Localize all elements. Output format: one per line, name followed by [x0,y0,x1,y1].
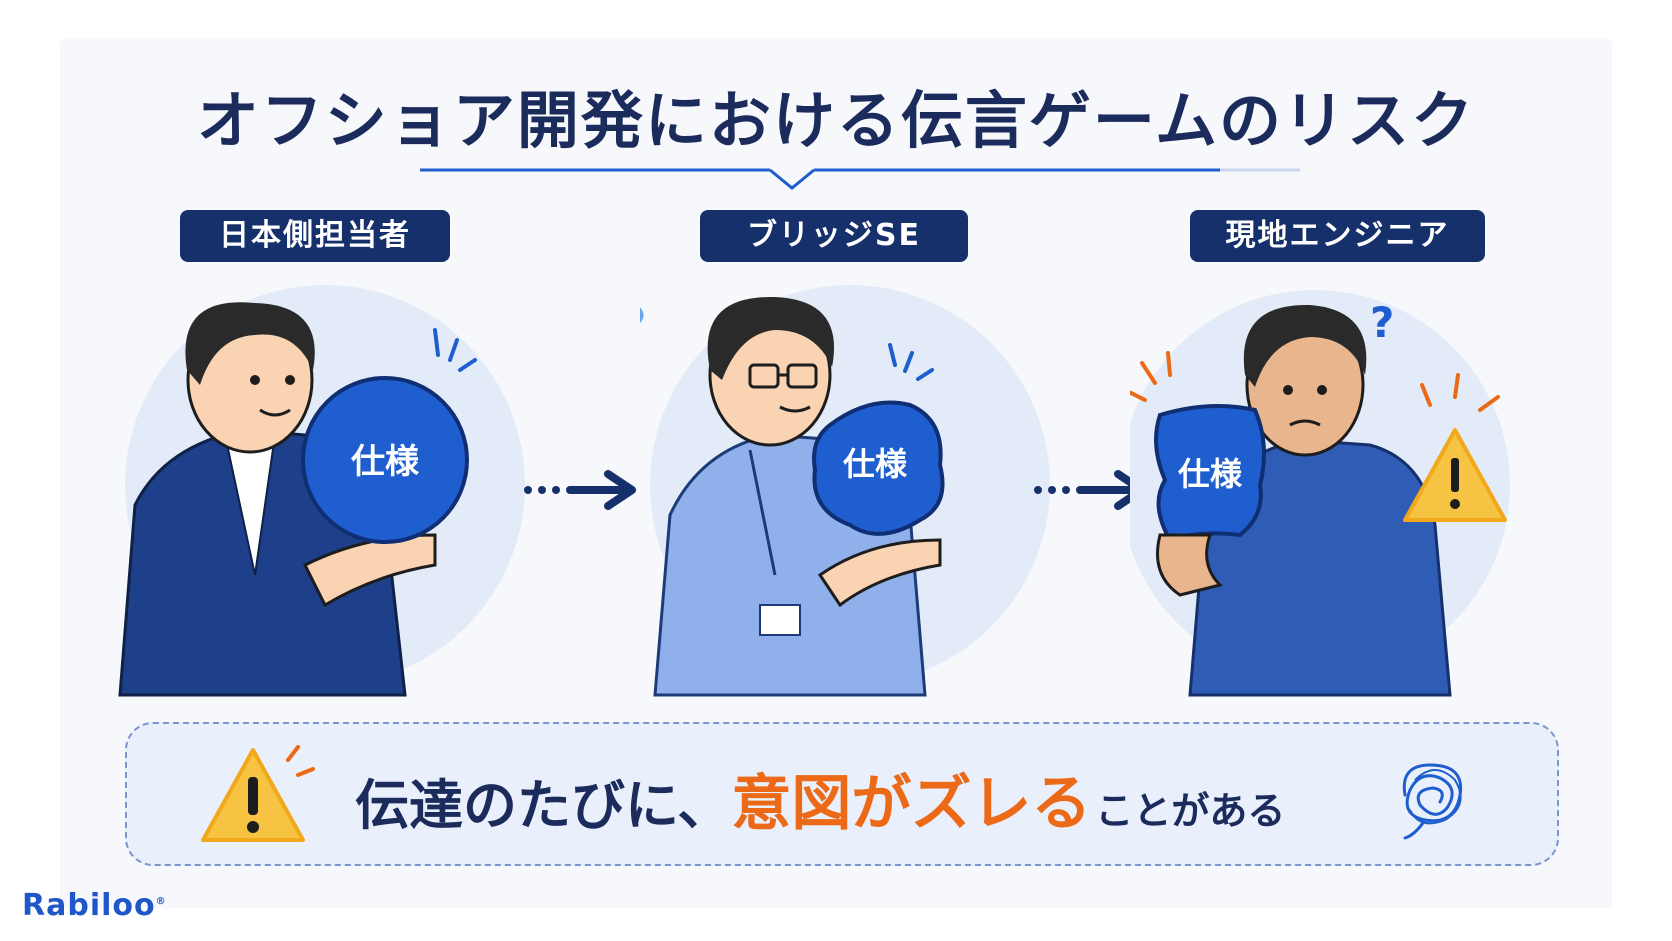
page-title: オフショア開発における伝言ゲームのリスク [196,84,1476,157]
warning-text-part1: 伝達のたびに、 [355,774,732,837]
spec-label-3: 仕様 [1178,455,1243,493]
local-engineer-illustration: ? 仕様 [1130,290,1510,697]
bridge-se-illustration: 仕様 [640,285,1050,697]
spec-crumpled [1154,404,1266,543]
spec-label-1: 仕様 [351,442,420,482]
arrow-1 [524,470,636,510]
warning-icon [201,745,315,842]
spec-blob [812,400,945,536]
japan-staff-illustration: 仕様 [118,285,525,697]
warning-icon-scene [1403,428,1507,522]
tangled-scribble-icon [1402,763,1463,840]
question-mark-icon: ? [1370,298,1394,347]
stage-label-japan: 日本側担当者 [180,210,450,262]
warning-message: 伝達のたびに、 意図がズレる ことがある [355,755,1286,839]
warning-text-part3: ことがある [1095,789,1286,833]
spec-ball [301,376,469,544]
stage-label-bridge-se: ブリッジSE [700,210,968,262]
title-underline [420,168,1300,190]
spec-label-2: 仕様 [843,445,908,483]
stage-label-local-engineer: 現地エンジニア [1190,210,1485,262]
warning-note-box [125,722,1559,866]
warning-text-highlight: 意図がズレる [731,769,1092,839]
rabiloo-logo: Rabiloo® [22,888,167,923]
